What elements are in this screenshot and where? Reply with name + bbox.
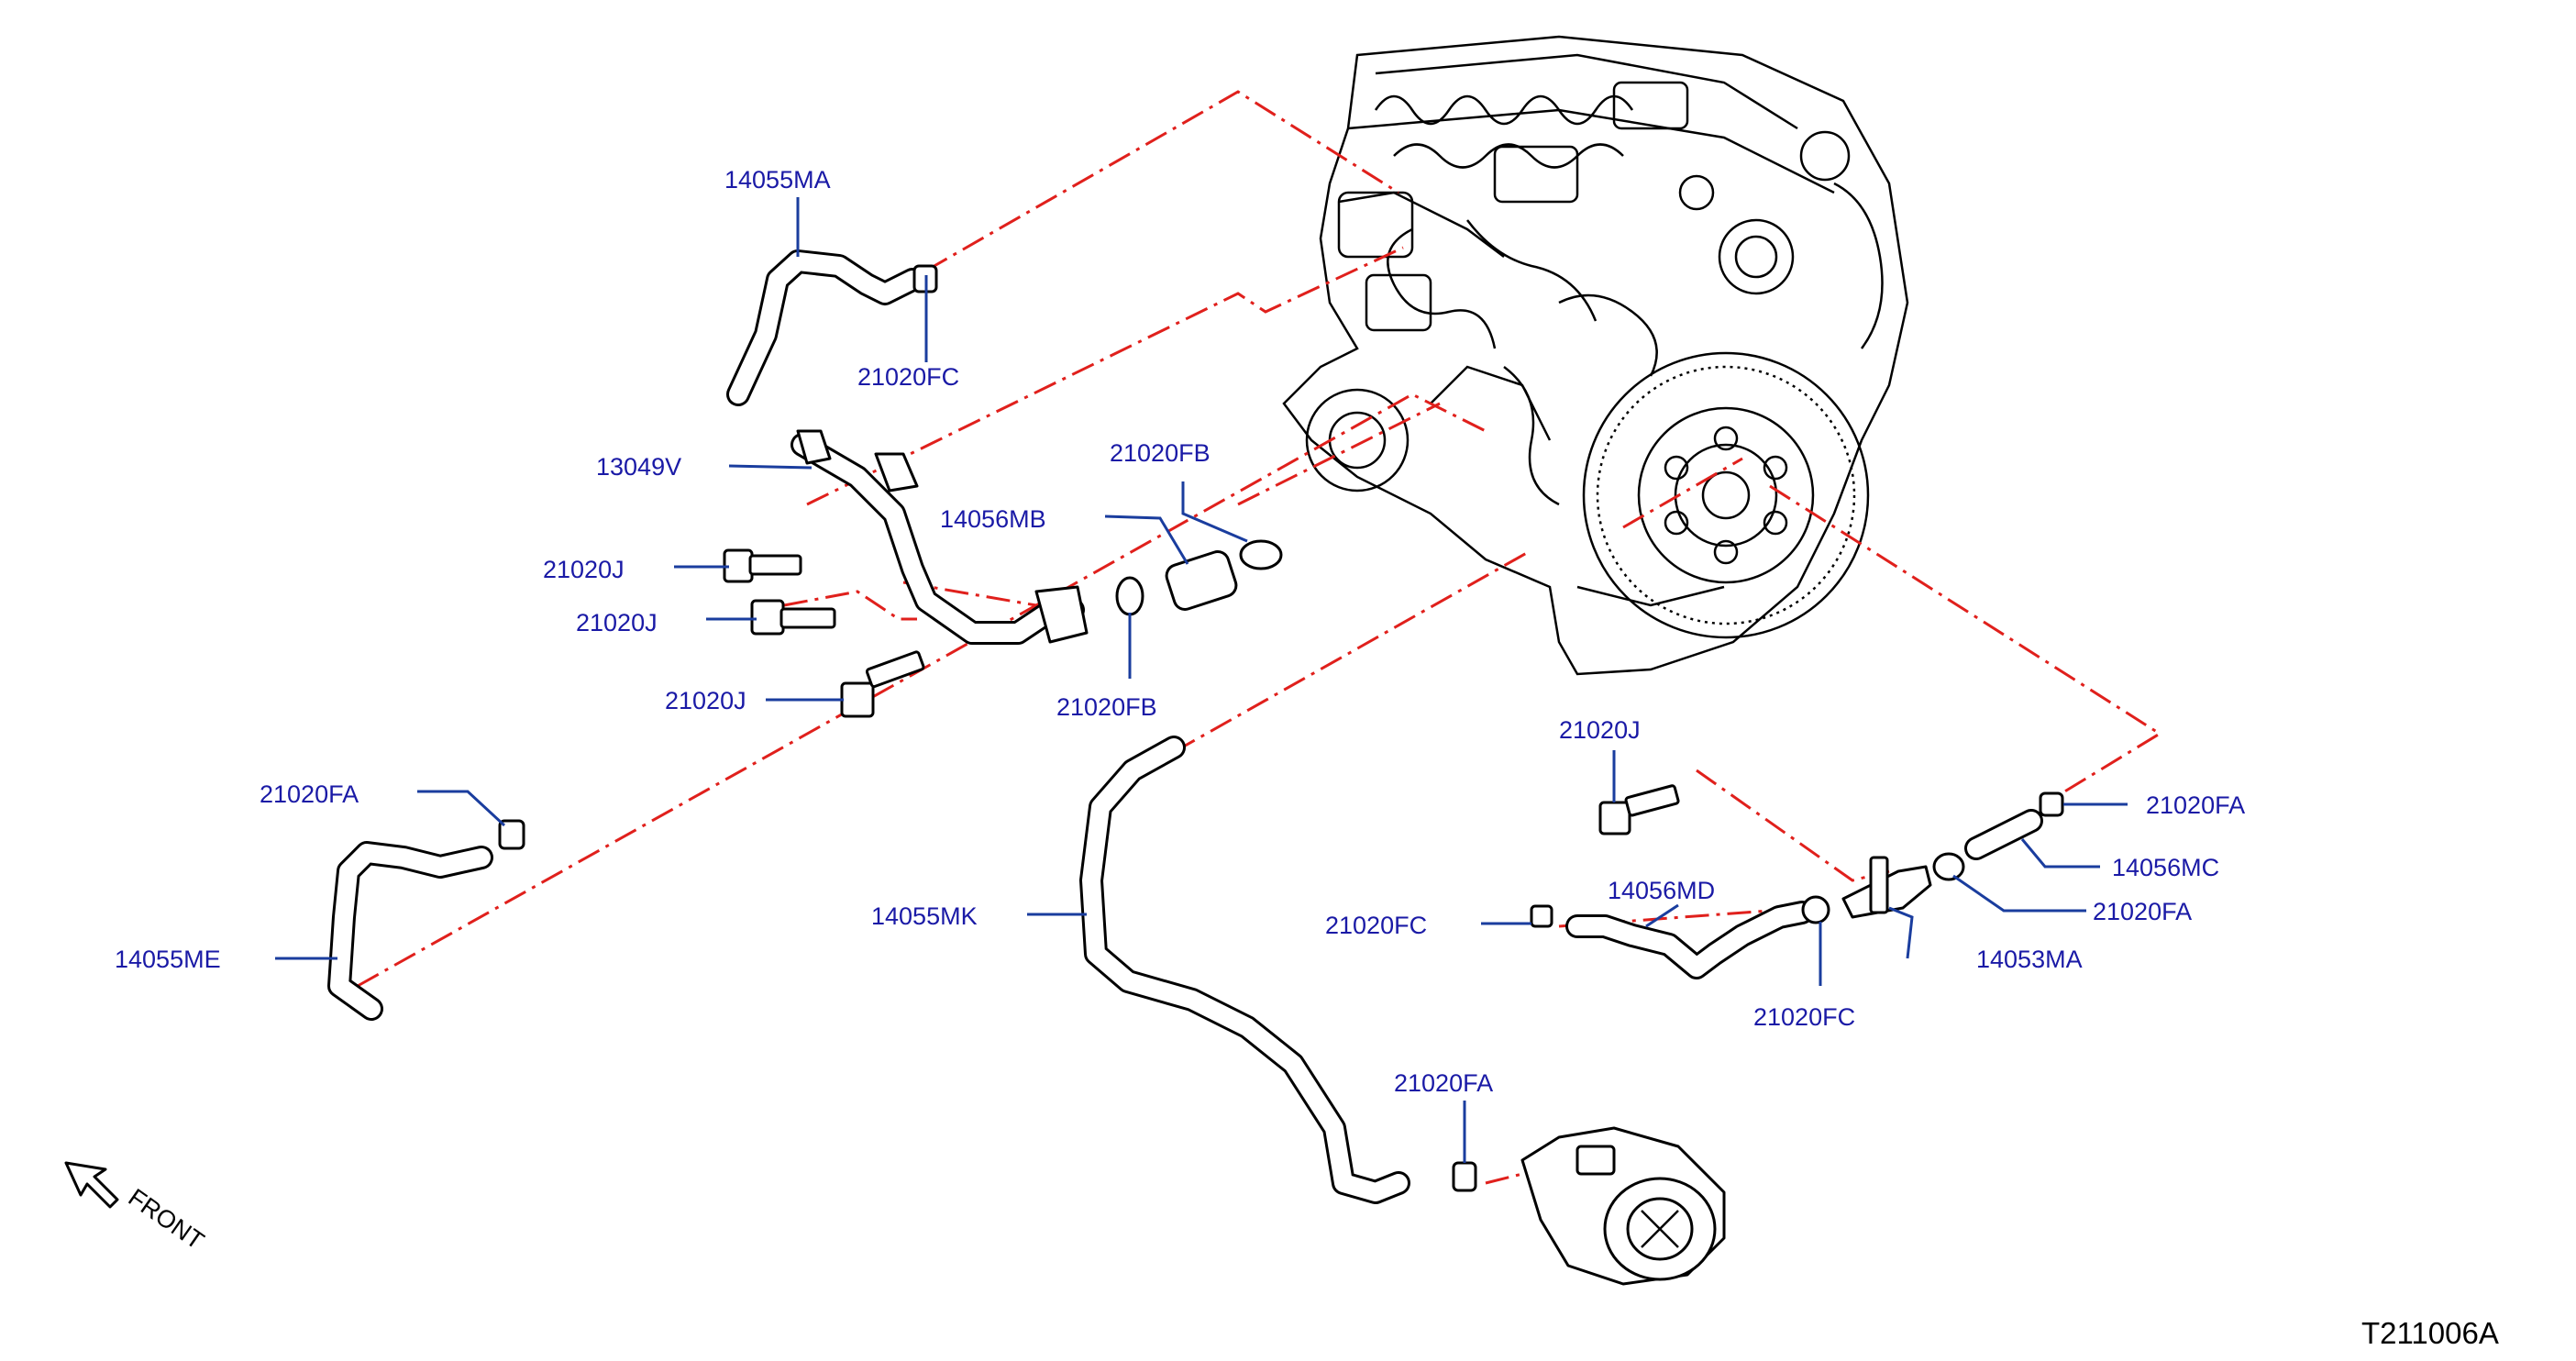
connector-14053ma: [1841, 856, 1932, 919]
clamp-21020fb-top: [1239, 539, 1283, 570]
clamp-21020fb-bottom: [1115, 576, 1144, 616]
illustration-code: T211006A: [2361, 1316, 2499, 1350]
label-21020fc-bottom: 21020FC: [1753, 1003, 1855, 1031]
label-21020fb-top: 21020FB: [1110, 439, 1211, 467]
front-arrow-icon: [64, 1161, 119, 1209]
engine-assembly: [1282, 35, 1909, 676]
label-14055mk: 14055MK: [871, 902, 978, 930]
clamp-21020fa-right: [1932, 852, 1965, 881]
clamp-21020fa-right-top: [2039, 791, 2064, 817]
part-labels: 14055MA 21020FC 13049V 21020FB 14056MB 2…: [115, 166, 2245, 1097]
clamp-21020fa-mid: [1452, 1161, 1477, 1192]
front-label: FRONT: [124, 1183, 209, 1255]
bolt-21020j-c: [840, 650, 925, 718]
label-21020j-c: 21020J: [665, 687, 746, 714]
label-21020fa-left: 21020FA: [260, 780, 359, 808]
hose-14056md: [1565, 901, 1814, 979]
bolt-21020j-b: [750, 599, 836, 636]
label-14055ma: 14055MA: [724, 166, 831, 194]
label-21020fa-right: 21020FA: [2093, 898, 2192, 925]
clamp-21020fa-left: [498, 819, 525, 850]
electric-water-pump: [1520, 1126, 1726, 1286]
pipe-13049v: [790, 429, 1089, 645]
label-21020j-a: 21020J: [543, 556, 625, 583]
assembly-centerlines: [357, 90, 2162, 1185]
label-13049v: 13049V: [596, 453, 681, 481]
label-21020j-right: 21020J: [1559, 716, 1641, 744]
label-21020j-b: 21020J: [576, 609, 658, 636]
label-21020fa-right-top: 21020FA: [2146, 791, 2245, 819]
hose-14055mk: [1079, 736, 1410, 1204]
hose-14056mc: [1964, 809, 2043, 860]
front-direction-marker: FRONT: [64, 1161, 209, 1255]
label-21020fa-mid: 21020FA: [1394, 1069, 1493, 1097]
bolt-21020j-a: [723, 548, 802, 583]
label-14055me: 14055ME: [115, 946, 221, 973]
label-14056mb: 14056MB: [940, 505, 1046, 533]
label-21020fb-bottom: 21020FB: [1056, 693, 1157, 721]
label-14056mc: 14056MC: [2112, 854, 2219, 881]
hose-14055me: [327, 841, 493, 1021]
label-21020fc-left: 21020FC: [1325, 912, 1427, 939]
bolt-21020j-right: [1598, 784, 1680, 835]
label-14053ma: 14053MA: [1976, 946, 2083, 973]
clamp-21020fc-left: [1530, 904, 1553, 928]
label-14056md: 14056MD: [1608, 877, 1715, 904]
hose-14055ma: [726, 249, 924, 406]
leader-lines: [275, 197, 2128, 1163]
sleeve-14056mb: [1165, 550, 1238, 611]
label-21020fc-top: 21020FC: [857, 363, 959, 391]
clamp-21020fc-bottom: [1801, 895, 1830, 924]
